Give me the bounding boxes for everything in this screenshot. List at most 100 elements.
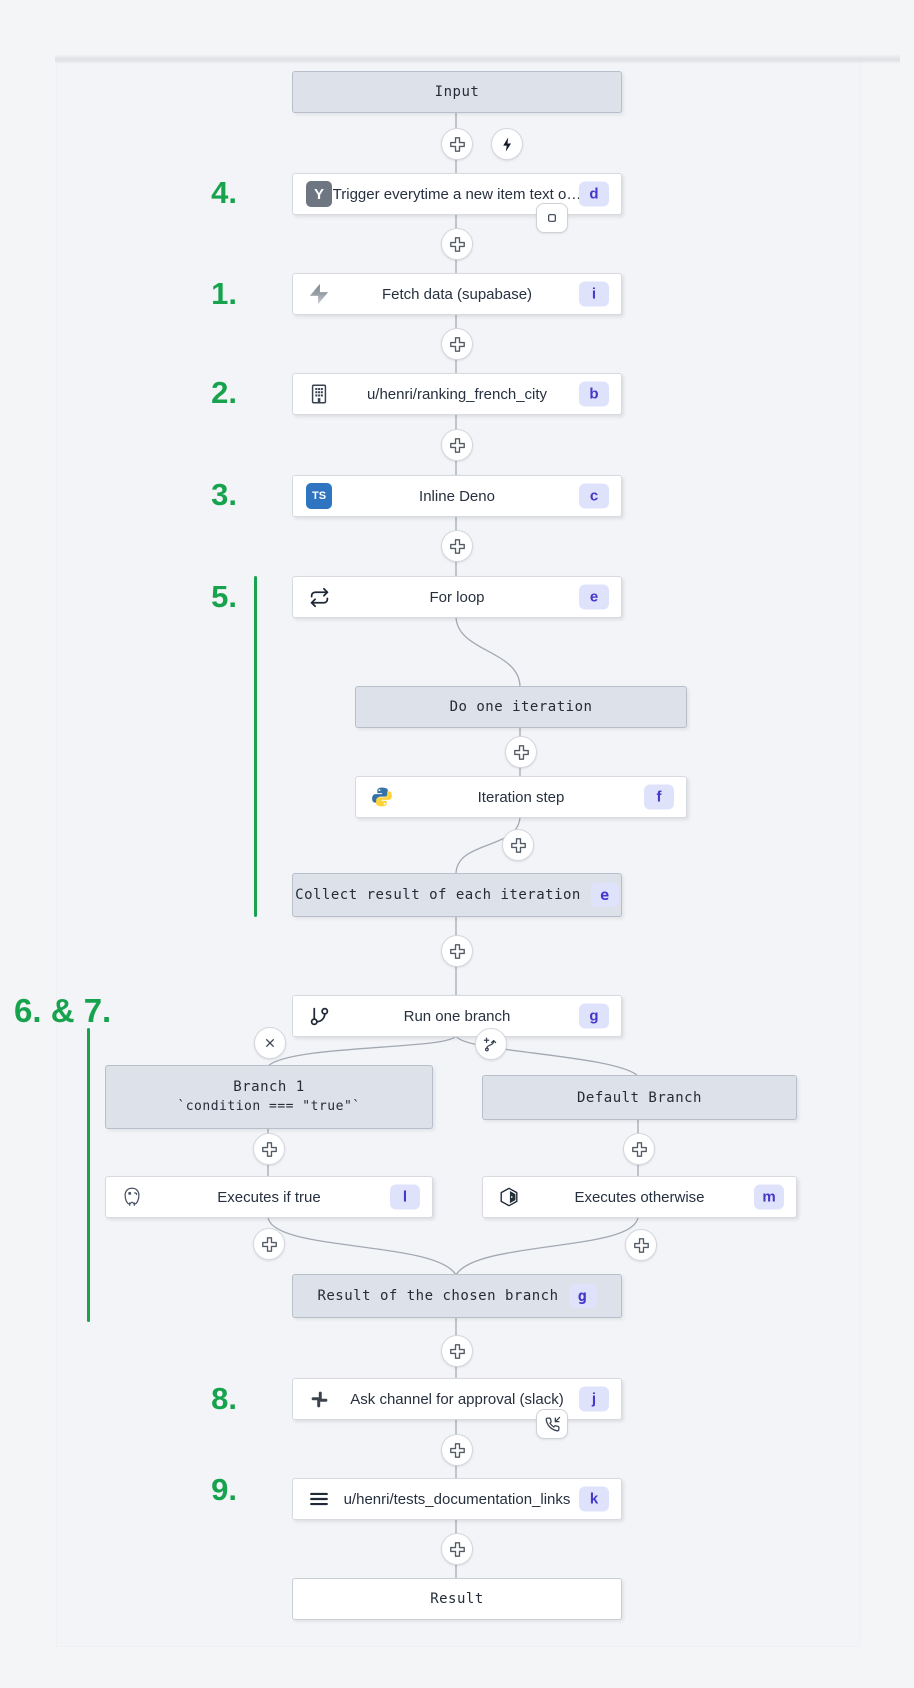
plus-icon (449, 1442, 465, 1458)
add-step-button[interactable] (625, 1229, 657, 1261)
close-icon (266, 1039, 274, 1047)
node-ranking-french-city[interactable]: u/henri/ranking_french_city b (292, 373, 622, 415)
flow-input-label: Input (434, 84, 480, 100)
node-ask-channel-approval-label: Ask channel for approval (slack) (350, 1390, 564, 1408)
add-step-button[interactable] (441, 328, 473, 360)
node-ask-channel-approval[interactable]: Ask channel for approval (slack) j (292, 1378, 622, 1420)
node-iteration-step-badge: f (644, 784, 674, 810)
node-trigger-badge: d (579, 181, 609, 207)
default-branch-header[interactable]: Default Branch (482, 1075, 797, 1120)
add-branch-button[interactable] (475, 1028, 507, 1060)
result-chosen-branch-box[interactable]: Result of the chosen branch g (292, 1274, 622, 1318)
default-branch-label: Default Branch (576, 1089, 702, 1106)
collect-result-label: Collect result of each iteration (295, 887, 581, 903)
plus-icon (513, 744, 529, 760)
node-tests-documentation-links-label: u/henri/tests_documentation_links (343, 1490, 571, 1508)
canvas-top-shadow (55, 54, 900, 64)
module-cube-icon (500, 1187, 518, 1207)
add-step-button[interactable] (441, 1533, 473, 1565)
stop-square-icon (548, 214, 556, 222)
plus-icon (449, 538, 465, 554)
add-step-button[interactable] (441, 935, 473, 967)
node-ranking-french-city-label: u/henri/ranking_french_city (366, 385, 548, 403)
flow-result-box[interactable]: Result (292, 1578, 622, 1620)
loop-section-line (254, 576, 257, 917)
phone-incoming-icon (545, 1416, 560, 1431)
plus-icon (449, 437, 465, 453)
branch-1-header[interactable]: Branch 1 `condition === "true"` (105, 1065, 433, 1129)
node-for-loop[interactable]: For loop e (292, 576, 622, 618)
branch-1-condition: `condition === "true"` (177, 1098, 361, 1114)
add-step-button[interactable] (441, 429, 473, 461)
menu-lines-icon (310, 1492, 328, 1506)
flow-input-box[interactable]: Input (292, 71, 622, 113)
building-icon (311, 384, 327, 404)
node-trigger[interactable]: Y Trigger everytime a new item text o… d (292, 173, 622, 215)
annotation-8: 8. (211, 1381, 237, 1416)
plus-icon (449, 236, 465, 252)
add-step-button[interactable] (441, 228, 473, 260)
early-stop-button[interactable] (536, 203, 568, 233)
node-run-one-branch-label: Run one branch (403, 1007, 511, 1025)
branch-1-title: Branch 1 (233, 1079, 305, 1096)
node-executes-if-true-badge: l (390, 1184, 420, 1210)
add-step-button[interactable] (253, 1228, 285, 1260)
annotation-2: 2. (211, 375, 237, 410)
plus-icon (449, 943, 465, 959)
collect-result-box[interactable]: Collect result of each iteration e (292, 873, 622, 917)
node-for-loop-label: For loop (429, 588, 485, 606)
add-step-button[interactable] (441, 128, 473, 160)
node-executes-if-true-label: Executes if true (217, 1188, 321, 1206)
supabase-icon (309, 283, 329, 305)
plus-icon (261, 1141, 277, 1157)
hacker-news-icon: Y (306, 181, 332, 207)
node-fetch-data-badge: i (579, 281, 609, 307)
node-inline-deno-badge: c (579, 483, 609, 509)
add-step-button[interactable] (623, 1133, 655, 1165)
node-run-one-branch[interactable]: Run one branch g (292, 995, 622, 1037)
node-inline-deno-label: Inline Deno (419, 487, 495, 505)
add-step-button[interactable] (253, 1133, 285, 1165)
node-inline-deno[interactable]: TS Inline Deno c (292, 475, 622, 517)
slack-icon (311, 1391, 327, 1407)
postgresql-icon (124, 1187, 140, 1206)
node-ask-channel-approval-badge: j (579, 1386, 609, 1412)
do-one-iteration-box[interactable]: Do one iteration (355, 686, 687, 728)
trigger-button[interactable] (491, 128, 523, 160)
annotation-3: 3. (211, 477, 237, 512)
annotation-4: 4. (211, 175, 237, 210)
plus-icon (631, 1141, 647, 1157)
result-chosen-branch-label: Result of the chosen branch (317, 1288, 559, 1304)
git-branch-icon (310, 1007, 328, 1025)
typescript-icon: TS (306, 483, 332, 509)
collect-result-badge: e (590, 883, 619, 907)
annotation-9: 9. (211, 1472, 237, 1507)
node-fetch-data[interactable]: Fetch data (supabase) i (292, 273, 622, 315)
plus-icon (449, 336, 465, 352)
plus-icon (449, 136, 465, 152)
remove-branch-button[interactable] (254, 1027, 286, 1059)
add-step-button[interactable] (505, 736, 537, 768)
node-iteration-step[interactable]: Iteration step f (355, 776, 687, 818)
add-step-button[interactable] (441, 1434, 473, 1466)
node-executes-otherwise[interactable]: Executes otherwise m (482, 1176, 797, 1218)
flow-result-label: Result (430, 1591, 484, 1607)
lightning-icon (502, 136, 511, 152)
node-tests-documentation-links-badge: k (579, 1486, 609, 1512)
add-step-button[interactable] (441, 530, 473, 562)
node-executes-otherwise-label: Executes otherwise (574, 1188, 705, 1206)
add-step-button[interactable] (502, 829, 534, 861)
loop-icon (310, 587, 328, 607)
annotation-6-7: 6. & 7. (14, 992, 112, 1029)
plus-icon (449, 1343, 465, 1359)
node-executes-otherwise-badge: m (754, 1184, 784, 1210)
add-step-button[interactable] (441, 1335, 473, 1367)
plus-icon (510, 837, 526, 853)
suspend-approval-button[interactable] (536, 1409, 568, 1439)
node-executes-if-true[interactable]: Executes if true l (105, 1176, 433, 1218)
node-fetch-data-label: Fetch data (supabase) (381, 285, 533, 303)
plus-icon (261, 1236, 277, 1252)
node-tests-documentation-links[interactable]: u/henri/tests_documentation_links k (292, 1478, 622, 1520)
result-chosen-branch-badge: g (568, 1284, 597, 1308)
